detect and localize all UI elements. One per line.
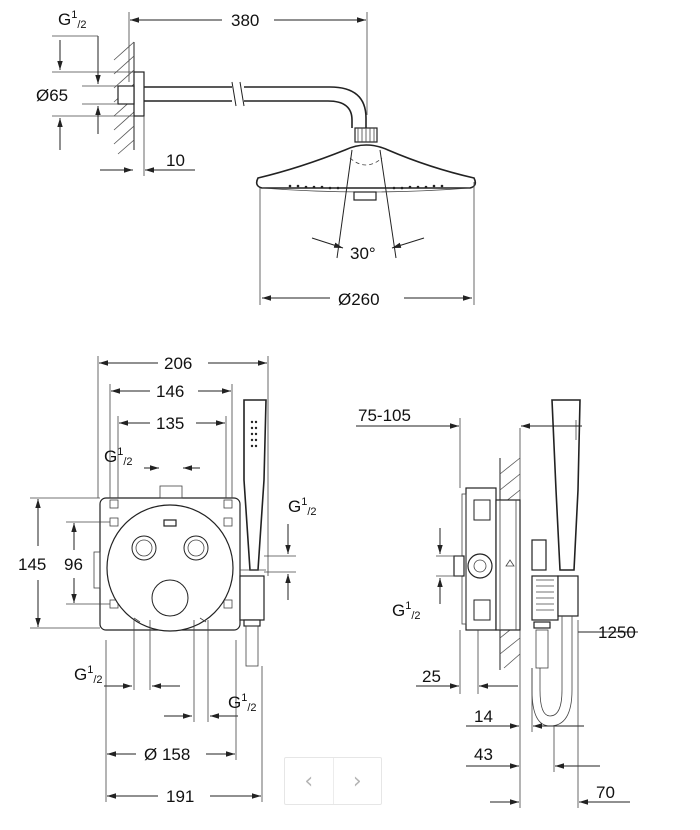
front-view: 206 146 135 G1/2 G1/2 145 96 G1/2 G1/2 Ø… — [18, 354, 317, 806]
spray-nozzles — [288, 184, 444, 190]
dim-43: 43 — [474, 745, 493, 764]
thread-label-front-top: G1/2 — [104, 446, 133, 468]
dim-hose-1250: 1250 — [598, 623, 636, 642]
thread-label-front-right: G1/2 — [288, 496, 317, 518]
dim-height-145: 145 — [18, 555, 46, 574]
prev-arrow-icon[interactable]: ‹ — [304, 768, 314, 794]
dim-head-dia-260: Ø260 — [338, 290, 380, 309]
dim-height-96: 96 — [64, 555, 83, 574]
dim-width-206: 206 — [164, 354, 192, 373]
cover-plate — [106, 504, 234, 632]
thread-label-side: G1/2 — [392, 600, 421, 622]
dim-width-191: 191 — [166, 787, 194, 806]
thread-label-top: G1/2 — [58, 9, 87, 31]
dim-width-146: 146 — [156, 382, 184, 401]
shower-arm — [117, 71, 378, 143]
dim-depth-75-105: 75-105 — [358, 406, 411, 425]
top-view: G1/2 Ø65 380 10 30° Ø260 — [36, 9, 477, 309]
dim-arm-380: 380 — [231, 11, 259, 30]
shower-head — [255, 144, 477, 201]
side-view: 75-105 G1/2 1250 25 14 43 70 — [356, 399, 638, 808]
hand-shower — [239, 399, 267, 667]
dim-25: 25 — [422, 667, 441, 686]
thread-label-front-bottom-right: G1/2 — [228, 692, 257, 714]
thread-label-front-bottom-left: G1/2 — [74, 664, 103, 686]
dim-wall-10: 10 — [166, 151, 185, 170]
next-arrow-icon[interactable]: › — [332, 758, 382, 804]
dim-angle-30: 30° — [350, 244, 376, 263]
dim-dia-158: Ø 158 — [144, 745, 190, 764]
image-pager: ‹ › — [284, 757, 382, 805]
dim-width-135: 135 — [156, 414, 184, 433]
dim-dia-65: Ø65 — [36, 86, 68, 105]
dim-14: 14 — [474, 707, 493, 726]
dim-70: 70 — [596, 783, 615, 802]
